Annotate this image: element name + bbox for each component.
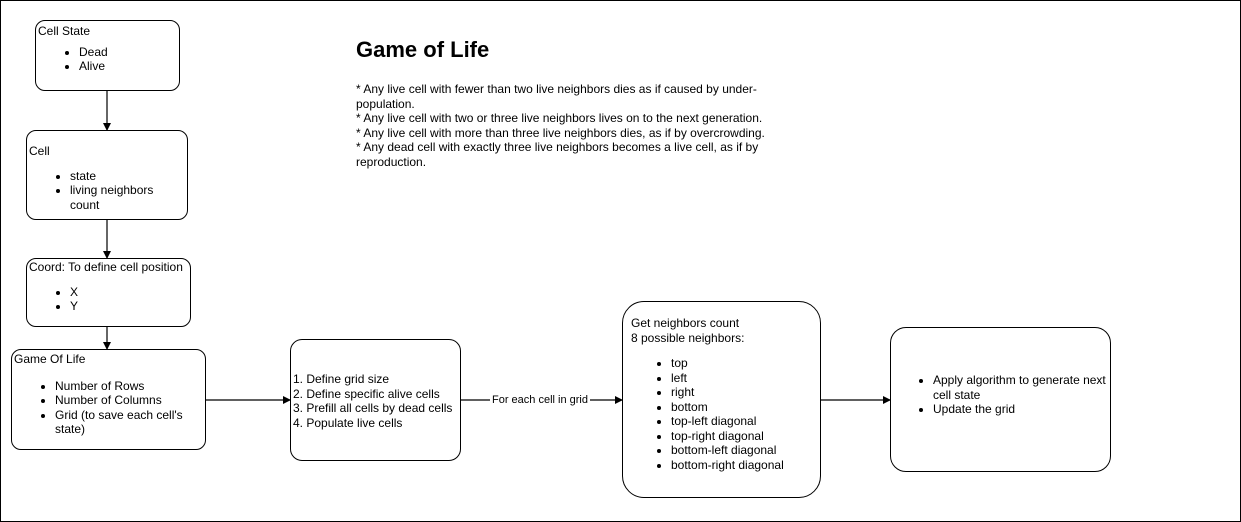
node-subheading: 8 possible neighbors:	[631, 330, 745, 345]
list-item: top-right diagonal	[671, 429, 812, 444]
rule-line: * Any live cell with more than three liv…	[356, 125, 765, 140]
node-get-neighbors[interactable]: Get neighbors count 8 possible neighbors…	[622, 301, 821, 498]
node-list: Number of Rows Number of Columns Grid (t…	[14, 379, 203, 437]
list-item: X	[70, 285, 188, 300]
list-item: left	[671, 371, 812, 386]
list-item: Y	[70, 299, 188, 314]
node-list: top left right bottom top-left diagonal …	[631, 356, 812, 472]
list-item: Apply algorithm to generate next cell st…	[933, 373, 1106, 402]
list-item: Number of Columns	[55, 393, 189, 408]
node-list: X Y	[29, 285, 188, 314]
node-cell-state[interactable]: Cell State Dead Alive	[35, 20, 180, 91]
node-list: Apply algorithm to generate next cell st…	[893, 373, 1106, 417]
node-list: state living neighbors count	[29, 169, 185, 213]
rule-line: * Any dead cell with exactly three live …	[356, 140, 759, 169]
node-heading: Cell State	[38, 24, 91, 38]
step-line: 3. Prefill all cells by dead cells	[293, 401, 453, 415]
node-game-of-life[interactable]: Game Of Life Number of Rows Number of Co…	[11, 349, 206, 450]
node-list: Dead Alive	[38, 45, 177, 74]
node-heading: Get neighbors count	[631, 316, 740, 330]
node-coord[interactable]: Coord: To define cell position X Y	[26, 258, 191, 327]
node-cell[interactable]: Cell state living neighbors count	[26, 130, 188, 220]
step-line: 4. Populate live cells	[293, 415, 403, 430]
step-line: 1. Define grid size	[293, 372, 390, 386]
node-heading: Coord: To define cell position	[29, 260, 183, 274]
list-item: Dead	[79, 45, 177, 60]
node-heading: Cell	[29, 144, 50, 158]
list-item: living neighbors count	[70, 183, 185, 212]
list-item: top	[671, 356, 812, 371]
list-item: bottom-right diagonal	[671, 458, 812, 473]
node-apply-algorithm[interactable]: Apply algorithm to generate next cell st…	[890, 327, 1111, 472]
list-item: bottom	[671, 400, 812, 415]
list-item: Update the grid	[933, 402, 1106, 417]
diagram-title: Game of Life	[356, 37, 490, 62]
list-item: right	[671, 385, 812, 400]
edge-label-for-each-cell: For each cell in grid	[490, 394, 590, 407]
list-item: top-left diagonal	[671, 414, 812, 429]
list-item: Alive	[79, 59, 177, 74]
list-item: bottom-left diagonal	[671, 443, 812, 458]
rule-line: * Any live cell with two or three live n…	[356, 111, 763, 125]
rule-line: * Any live cell with fewer than two live…	[356, 82, 757, 111]
list-item: state	[70, 169, 185, 184]
node-heading: Game Of Life	[14, 352, 86, 366]
list-item: Grid (to save each cell's state)	[55, 408, 189, 437]
node-grid-setup[interactable]: 1. Define grid size 2. Define specific a…	[290, 339, 461, 461]
list-item: Number of Rows	[55, 379, 189, 394]
rules-text: * Any live cell with fewer than two live…	[356, 82, 781, 169]
step-line: 2. Define specific alive cells	[293, 386, 440, 401]
